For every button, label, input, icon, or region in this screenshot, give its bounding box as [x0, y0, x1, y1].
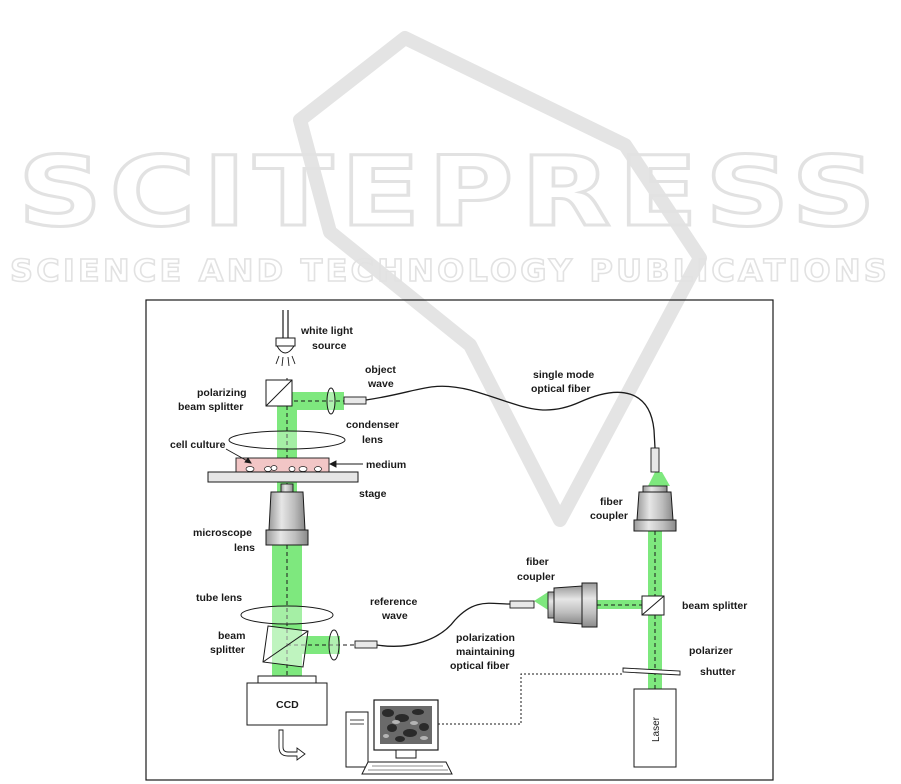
beam-splitter-right	[641, 595, 665, 616]
reference-beam-horizontal	[300, 636, 340, 654]
label-maintaining: maintaining	[456, 646, 515, 658]
label-fiber-coupler-top: fiber	[600, 496, 623, 508]
label-object: object	[365, 364, 396, 376]
lamp-housing	[275, 337, 296, 347]
fiber-coupler-top	[633, 485, 677, 532]
fiber-coupler-mid	[547, 582, 598, 628]
single-mode-fiber	[365, 385, 656, 449]
microscope-objective	[265, 483, 309, 546]
ccd-output-arrow-icon	[278, 729, 306, 761]
lamp-bulb	[276, 345, 295, 354]
labels: white light source object wave single mo…	[170, 325, 747, 742]
label-polarization: polarization	[456, 632, 515, 644]
label-white-light: white light	[300, 325, 353, 337]
label-reference: reference	[370, 596, 417, 608]
label-beam: beam	[218, 630, 245, 642]
label-laser: Laser	[651, 716, 662, 742]
reference-collimator-lens	[328, 629, 340, 661]
label-object-wave: wave	[367, 378, 394, 390]
pm-fiber-ferrule	[509, 600, 535, 609]
label-condenser: condenser	[346, 419, 399, 431]
label-single-mode: single mode	[533, 369, 594, 381]
label-polarizing-beam-splitter: beam splitter	[178, 401, 243, 413]
label-ccd: CCD	[276, 699, 299, 711]
figure-frame	[145, 299, 774, 781]
computer-icon	[345, 699, 453, 775]
polarizer-plate	[622, 667, 681, 676]
shutter-control-line	[438, 673, 623, 725]
cell-culture-cells	[245, 465, 322, 472]
keyboard	[361, 761, 453, 775]
label-microscope: microscope	[193, 527, 252, 539]
coupler-input-cone	[534, 592, 548, 610]
label-beam-splitter-right: beam splitter	[682, 600, 747, 612]
watermark-subtitle: SCIENCE AND TECHNOLOGY PUBLICATIONS	[10, 254, 890, 289]
condenser-lens	[228, 430, 346, 450]
white-light-source	[275, 310, 296, 367]
label-medium: medium	[366, 459, 406, 471]
pc-tower	[345, 711, 369, 768]
label-reference-wave: wave	[381, 610, 408, 622]
label-optical-fiber: optical fiber	[450, 660, 510, 672]
label-condenser-lens: lens	[362, 434, 383, 446]
label-microscope-lens: lens	[234, 542, 255, 554]
label-white-light-source: source	[312, 340, 347, 352]
tube-lens	[240, 605, 334, 625]
label-tube-lens: tube lens	[196, 592, 242, 604]
sample-dish	[235, 457, 330, 473]
object-collimator-lens	[326, 387, 336, 415]
label-cell-culture: cell culture	[170, 439, 226, 451]
fiber-output-cone	[648, 472, 670, 486]
ccd-camera	[246, 675, 328, 726]
watermark-title: SCITEPRESS	[18, 136, 883, 248]
fiber-output-ferrule	[650, 447, 660, 473]
label-beam-splitter-left: splitter	[210, 644, 245, 656]
reference-fiber-ferrule	[354, 640, 378, 649]
light-rays-icon	[275, 355, 296, 367]
watermark-logo-shape	[293, 31, 707, 527]
watermark: SCITEPRESS SCIENCE AND TECHNOLOGY PUBLIC…	[9, 31, 890, 527]
beam-splitter-left	[262, 625, 309, 668]
laser-source	[633, 688, 677, 768]
object-fiber-ferrule	[343, 396, 367, 405]
label-pointers	[225, 448, 363, 468]
label-fiber-coupler-mid: fiber	[526, 556, 549, 568]
label-shutter: shutter	[700, 666, 736, 678]
polarizing-beam-splitter	[265, 379, 293, 407]
label-fiber-coupler-top-2: coupler	[590, 510, 628, 522]
pm-fiber	[376, 602, 511, 647]
label-fiber-coupler-mid-2: coupler	[517, 571, 555, 583]
stage-plate	[207, 471, 359, 483]
label-single-mode-fiber: optical fiber	[531, 383, 591, 395]
label-stage: stage	[359, 488, 387, 500]
label-polarizing: polarizing	[197, 387, 247, 399]
label-polarizer: polarizer	[689, 645, 733, 657]
